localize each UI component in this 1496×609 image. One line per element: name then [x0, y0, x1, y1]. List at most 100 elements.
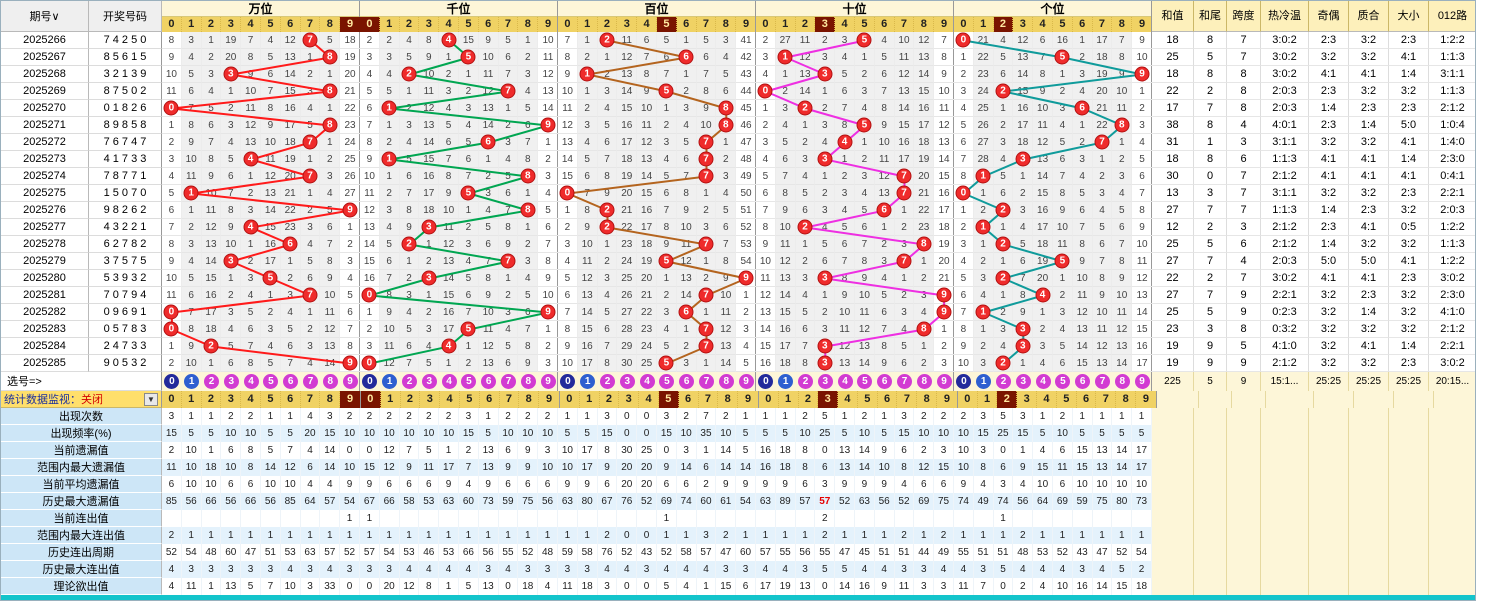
digit-header-cell[interactable]: 3 — [1017, 391, 1038, 408]
digit-header-cell[interactable]: 7 — [1093, 17, 1113, 32]
digit-header-cell[interactable]: 8 — [1116, 391, 1137, 408]
digit-header-cell[interactable]: 4 — [835, 17, 855, 32]
digit-header-cell[interactable]: 9 — [941, 18, 948, 30]
number-ball[interactable]: 8 — [520, 374, 536, 389]
digit-header-cell[interactable]: 7 — [697, 17, 717, 32]
digit-header-cell[interactable]: 2 — [400, 17, 420, 32]
digit-header-cell[interactable]: 8 — [518, 17, 539, 32]
digit-header-cell[interactable]: 8 — [716, 17, 737, 32]
number-ball[interactable]: 6 — [679, 374, 695, 389]
number-ball[interactable]: 8 — [1114, 374, 1130, 389]
digit-header-cell[interactable]: 5 — [858, 391, 878, 408]
number-ball[interactable]: 8 — [916, 374, 932, 389]
digit-header-cell[interactable]: 3 — [221, 391, 242, 408]
digit-header-cell[interactable]: 3 — [619, 391, 640, 408]
digit-header-cell[interactable]: 3 — [221, 17, 242, 32]
digit-header-cell[interactable]: 4 — [241, 391, 261, 408]
digit-header-cell[interactable]: 7 — [895, 17, 915, 32]
digit-header-cell[interactable]: 3 — [419, 17, 440, 32]
digit-header-cell[interactable]: 9 — [545, 18, 552, 30]
number-ball[interactable]: 0 — [164, 374, 180, 389]
number-ball[interactable]: 3 — [421, 374, 437, 389]
digit-header-cell[interactable]: 8 — [718, 391, 739, 408]
digit-header-cell[interactable]: 7 — [897, 391, 918, 408]
digit-header-cell-highlight[interactable]: 9 — [340, 17, 360, 32]
digit-header-cell[interactable]: 3 — [617, 17, 638, 32]
digit-header-cell[interactable]: 0 — [958, 391, 978, 408]
digit-header-cell[interactable]: 0 — [954, 17, 974, 32]
digit-header-cell[interactable]: 9 — [545, 393, 553, 405]
number-ball[interactable]: 6 — [877, 374, 893, 389]
digit-header-cell[interactable]: 4 — [439, 17, 459, 32]
number-ball[interactable]: 4 — [837, 374, 853, 389]
number-ball[interactable]: 4 — [243, 374, 259, 389]
number-ball[interactable]: 0 — [560, 374, 576, 389]
digit-header-cell[interactable]: 4 — [637, 17, 657, 32]
digit-header-cell[interactable]: 9 — [1142, 393, 1149, 405]
number-ball[interactable]: 5 — [461, 374, 477, 389]
chevron-down-icon[interactable]: ▼ — [144, 392, 158, 406]
digit-header-cell[interactable]: 9 — [743, 18, 750, 30]
digit-header-cell[interactable]: 9 — [943, 393, 951, 405]
digit-header-cell-highlight[interactable]: 0 — [360, 17, 380, 32]
digit-header-cell[interactable]: 0 — [558, 17, 578, 32]
digit-header-cell[interactable]: 7 — [699, 391, 719, 408]
number-ball[interactable]: 9 — [540, 374, 556, 389]
digit-header-cell-highlight[interactable]: 0 — [360, 391, 381, 408]
number-ball[interactable]: 4 — [441, 374, 457, 389]
digit-header-cell[interactable]: 1 — [182, 17, 202, 32]
digit-header-cell[interactable]: 1 — [978, 391, 998, 408]
number-ball[interactable]: 1 — [184, 374, 200, 389]
digit-header-cell[interactable]: 1 — [974, 17, 994, 32]
number-ball[interactable]: 7 — [698, 374, 714, 389]
digit-header-cell[interactable]: 5 — [261, 391, 281, 408]
digit-header-cell[interactable]: 2 — [401, 391, 421, 408]
digit-header-cell[interactable]: 7 — [301, 391, 321, 408]
digit-header-cell[interactable]: 6 — [1077, 391, 1097, 408]
number-ball[interactable]: 7 — [302, 374, 318, 389]
digit-header-cell-highlight[interactable]: 9 — [340, 391, 360, 408]
number-ball[interactable]: 0 — [758, 374, 774, 389]
digit-header-cell[interactable]: 7 — [500, 391, 520, 408]
period-header[interactable]: 期号∨ — [1, 1, 89, 32]
digit-header-cell[interactable]: 6 — [1073, 17, 1093, 32]
digit-header-cell[interactable]: 6 — [875, 17, 895, 32]
digit-header-cell[interactable]: 5 — [1057, 391, 1077, 408]
digit-header-cell[interactable]: 5 — [459, 17, 479, 32]
number-ball[interactable]: 1 — [382, 374, 398, 389]
digit-header-cell[interactable]: 1 — [580, 391, 600, 408]
digit-header-cell[interactable]: 6 — [679, 391, 699, 408]
digit-header-cell[interactable]: 8 — [320, 17, 341, 32]
digit-header-cell[interactable]: 8 — [519, 391, 540, 408]
digit-header-cell-highlight[interactable]: 3 — [815, 17, 836, 32]
number-ball[interactable]: 2 — [797, 374, 813, 389]
digit-header-cell[interactable]: 5 — [261, 17, 281, 32]
digit-header-cell[interactable]: 2 — [796, 17, 816, 32]
digit-header-cell[interactable]: 0 — [756, 17, 776, 32]
number-ball[interactable]: 5 — [659, 374, 675, 389]
number-ball[interactable]: 9 — [342, 374, 358, 389]
number-ball[interactable]: 3 — [817, 374, 833, 389]
number-ball[interactable]: 3 — [223, 374, 239, 389]
digit-header-cell-highlight[interactable]: 5 — [658, 391, 679, 408]
digit-header-cell[interactable]: 7 — [499, 17, 519, 32]
digit-header-cell[interactable]: 5 — [460, 391, 480, 408]
number-ball[interactable]: 7 — [1094, 374, 1110, 389]
digit-header-cell[interactable]: 1 — [776, 17, 796, 32]
digit-header-cell[interactable]: 3 — [1013, 17, 1034, 32]
number-ball[interactable]: 5 — [1055, 374, 1071, 389]
number-ball[interactable]: 4 — [639, 374, 655, 389]
number-ball[interactable]: 2 — [203, 374, 219, 389]
digit-header-cell[interactable]: 2 — [598, 17, 618, 32]
digit-header-cell[interactable]: 2 — [799, 391, 819, 408]
digit-header-cell[interactable]: 9 — [744, 393, 752, 405]
number-ball[interactable]: 3 — [1015, 374, 1031, 389]
number-ball[interactable]: 1 — [976, 374, 992, 389]
digit-header-cell[interactable]: 7 — [301, 17, 321, 32]
digit-header-cell[interactable]: 4 — [440, 391, 460, 408]
number-ball[interactable]: 0 — [362, 374, 378, 389]
digit-header-cell[interactable]: 2 — [600, 391, 620, 408]
digit-header-cell[interactable]: 2 — [202, 391, 222, 408]
number-ball[interactable]: 9 — [738, 374, 754, 389]
digit-header-cell[interactable]: 8 — [320, 391, 341, 408]
